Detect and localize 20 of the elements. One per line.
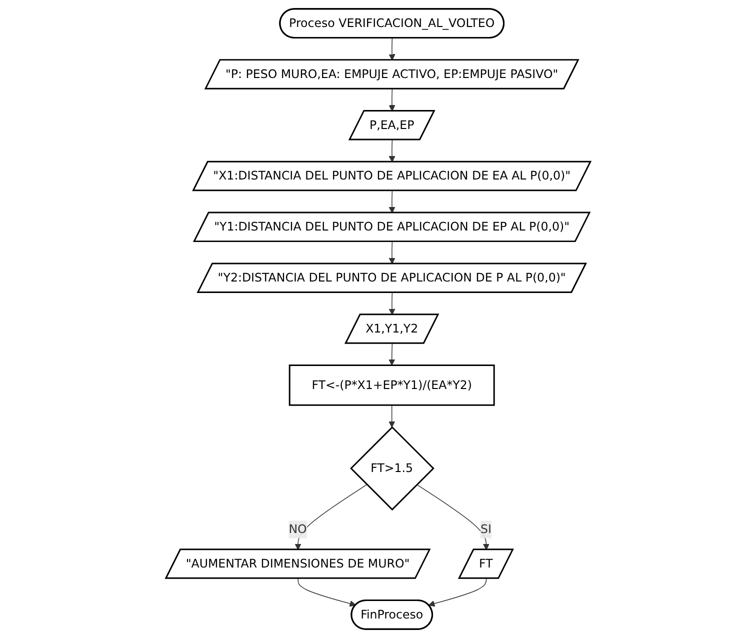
arrow (388, 38, 396, 60)
arrow (388, 88, 396, 112)
edge-label: SI (480, 522, 492, 536)
edge-label: NO (288, 522, 307, 536)
arrow (298, 578, 356, 607)
arrow (388, 404, 395, 428)
node-diamond: FT>1.5 (350, 426, 434, 511)
node-box: "Y1:DISTANCIA DEL PUNTO DE APLICACION DE EP AL P(0,0)" (192, 212, 591, 242)
node-box: FT<-(P*X1+EP*Y1)/(EA*Y2) (288, 364, 495, 406)
node-box: "Y2:DISTANCIA DEL PUNTO DE APLICACION DE P AL P(0,0)" (196, 262, 587, 293)
arrow (388, 140, 396, 162)
arrow (428, 578, 486, 607)
arrow (388, 241, 396, 264)
node-box: "X1:DISTANCIA DEL PUNTO DE APLICACION DE EA AL P(0,0)" (192, 160, 592, 192)
arrow (294, 484, 368, 550)
arrow (416, 484, 490, 550)
arrow (388, 190, 396, 214)
arrow (388, 292, 396, 316)
arrow (388, 343, 395, 366)
node-box: "P: PESO MURO,EA: EMPUJE ACTIVO, EP:EMPUJE PASIVO" (204, 59, 580, 90)
